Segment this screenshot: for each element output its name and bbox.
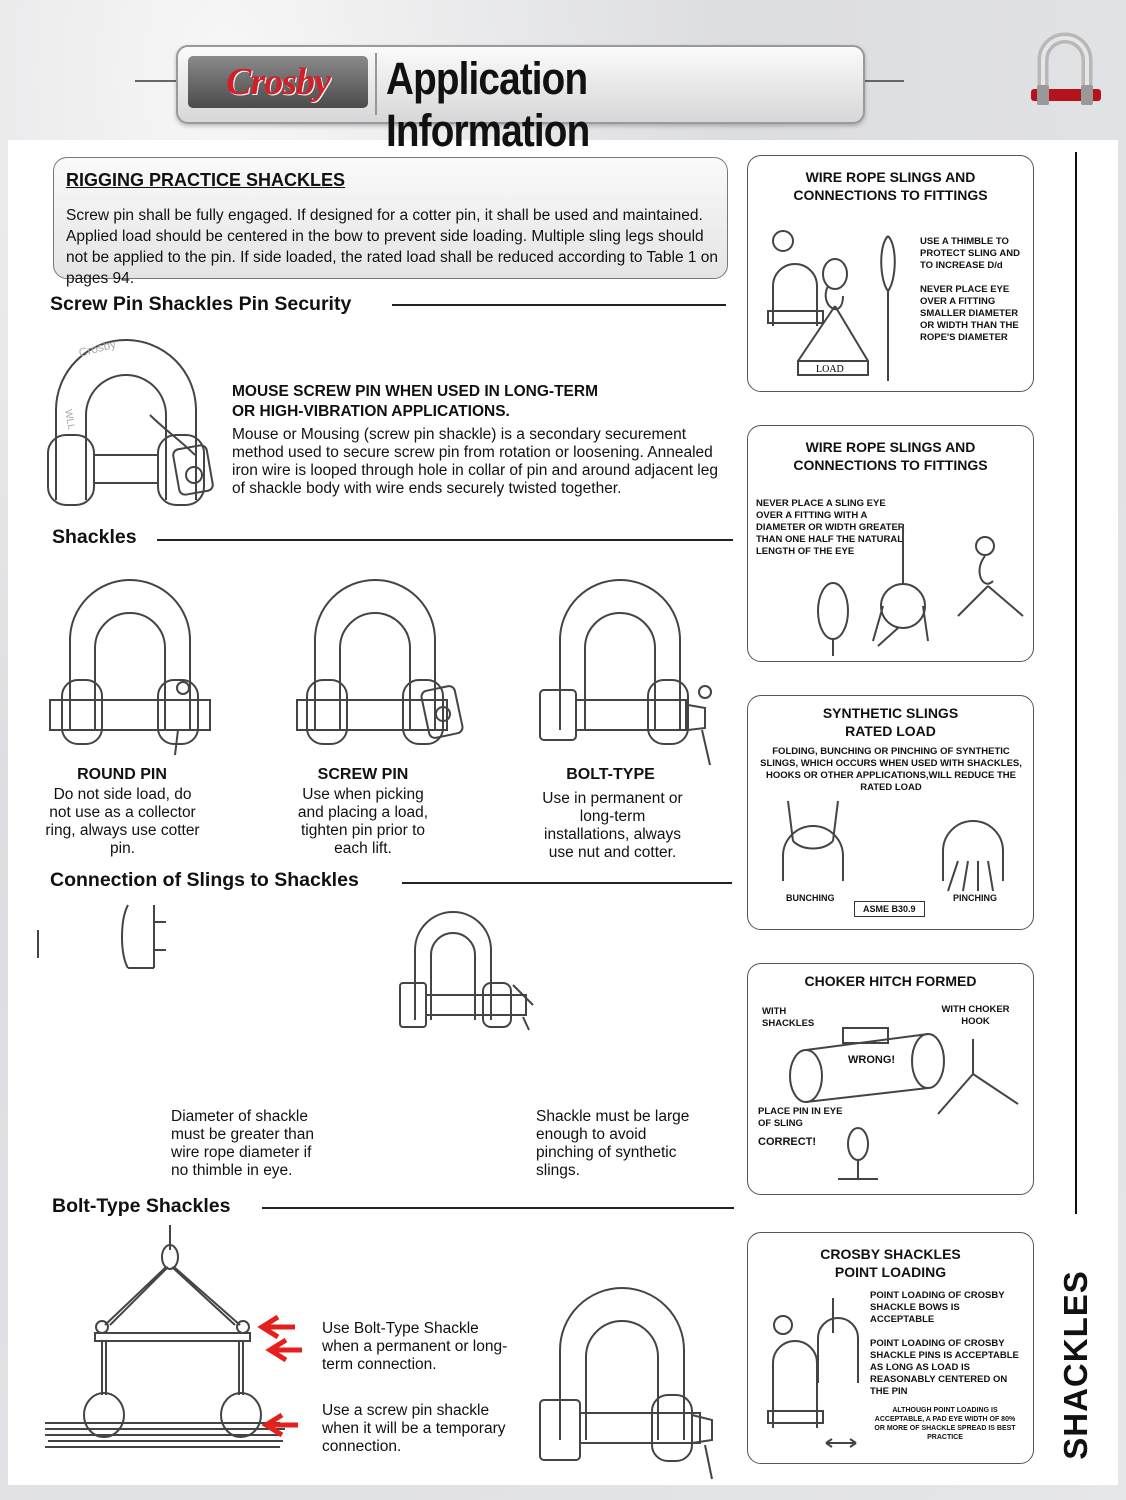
asme-label: ASME B30.9 <box>854 901 925 917</box>
mouse-title-2: OR HIGH-VIBRATION APPLICATIONS. <box>232 403 510 420</box>
header-banner: Crosby Application Information <box>176 45 865 156</box>
sidebar-rule <box>1075 152 1077 1214</box>
synthetic-note: Shackle must be large enough to avoid pi… <box>536 1108 690 1179</box>
bolt-type-body: Use in permanent or long-term installati… <box>542 790 683 861</box>
heading-rule <box>262 1207 734 1209</box>
panel-note-never-place: NEVER PLACE EYE OVER A FITTING SMALLER D… <box>920 284 1019 343</box>
panel-title: CHOKER HITCH FORMED <box>804 973 977 989</box>
screw-pin-body: Use when picking and placing a load, tig… <box>297 786 429 857</box>
connection-heading: Connection of Slings to Shackles <box>50 869 359 891</box>
heading-rule <box>392 304 726 306</box>
svg-text:Crosby: Crosby <box>77 337 117 360</box>
pin-security-heading: Screw Pin Shackles Pin Security <box>50 293 352 315</box>
bolt-shackle-connection-illustration <box>399 911 534 1031</box>
pad-eye-note: ALTHOUGH POINT LOADING IS ACCEPTABLE, A … <box>874 1407 1016 1441</box>
svg-text:WLL: WLL <box>62 409 76 432</box>
correct-label: CORRECT! <box>758 1136 817 1148</box>
rigging-practice-box: RIGGING PRACTICE SHACKLES Screw pin shal… <box>53 157 728 287</box>
heading-rule <box>402 882 732 884</box>
bunching-pinching-illustration <box>782 800 1004 892</box>
header-rule-left <box>135 80 180 82</box>
choker-hitch-illustration <box>789 1027 1019 1180</box>
screw-pin-note: Use a screw pin shackle when it will be … <box>322 1402 506 1455</box>
spreader-bar-lift-illustration <box>45 1225 302 1448</box>
panel-title: WIRE ROPE SLINGS AND CONNECTIONS TO FITT… <box>793 169 988 203</box>
bolt-type-title: BOLT-TYPE <box>566 766 655 783</box>
sling-eye-pulley-illustration <box>817 526 1024 656</box>
rigging-body: Screw pin shall be fully engaged. If des… <box>66 207 719 287</box>
with-shackles-label: WITH SHACKLES <box>762 1006 815 1029</box>
wire-rope-shackle-fragment <box>37 904 166 969</box>
header-rule-right <box>860 80 904 82</box>
screw-pin-title: SCREW PIN <box>317 766 409 783</box>
page-title: Application Information <box>386 53 590 156</box>
crosby-logo: Crosby <box>188 56 368 108</box>
moused-shackle-illustration: Crosby WLL <box>47 337 214 506</box>
svg-text:LOAD: LOAD <box>816 364 844 375</box>
round-pin-shackle-illustration <box>49 579 211 756</box>
round-pin-title: ROUND PIN <box>77 766 167 783</box>
place-pin-label: PLACE PIN IN EYE OF SLING <box>758 1106 843 1129</box>
bolt-type-note: Use Bolt-Type Shackle when a permanent o… <box>322 1320 508 1373</box>
shackle-photo-icon <box>1031 32 1101 105</box>
large-bolt-shackle-illustration <box>539 1287 713 1480</box>
shackles-side-label: SHACKLES <box>1057 1270 1094 1460</box>
header-divider <box>375 53 377 115</box>
panel-wire-rope-fittings-1: WIRE ROPE SLINGS AND CONNECTIONS TO FITT… <box>747 155 1034 392</box>
point-loading-bows-note: POINT LOADING OF CROSBY SHACKLE BOWS IS … <box>870 1290 1005 1325</box>
panel-title: WIRE ROPE SLINGS AND CONNECTIONS TO FITT… <box>793 439 988 473</box>
panel-title: SYNTHETIC SLINGS RATED LOAD <box>822 705 959 739</box>
screw-pin-shackle-illustration <box>296 579 464 745</box>
rigging-title: RIGGING PRACTICE SHACKLES <box>66 170 346 190</box>
panel-note-folding: FOLDING, BUNCHING OR PINCHING OF SYNTHET… <box>760 746 1022 793</box>
bunching-label: BUNCHING <box>786 893 835 903</box>
diameter-note: Diameter of shackle must be greater than… <box>171 1108 315 1179</box>
point-loading-illustration <box>767 1298 859 1448</box>
heading-rule <box>157 539 733 541</box>
panel-note-sling-eye: NEVER PLACE A SLING EYE OVER A FITTING W… <box>756 498 905 557</box>
bolt-type-heading: Bolt-Type Shackles <box>52 1195 231 1217</box>
shackles-heading: Shackles <box>52 526 137 548</box>
panel-note-thimble: USE A THIMBLE TO PROTECT SLING AND TO IN… <box>920 236 1020 271</box>
mouse-title-1: MOUSE SCREW PIN WHEN USED IN LONG-TERM <box>232 383 598 400</box>
pinching-label: PINCHING <box>953 893 998 903</box>
point-loading-pins-note: POINT LOADING OF CROSBY SHACKLE PINS IS … <box>870 1338 1019 1397</box>
panel-choker-hitch: CHOKER HITCH FORMED WITH SHACKLES WITH C… <box>747 963 1034 1195</box>
wrong-label: WRONG! <box>848 1054 896 1066</box>
thimble-hook-illustration: LOAD <box>767 230 896 381</box>
panel-point-loading: CROSBY SHACKLES POINT LOADING POINT LOAD… <box>747 1232 1034 1464</box>
mouse-body: Mouse or Mousing (screw pin shackle) is … <box>232 426 718 497</box>
panel-title: CROSBY SHACKLES POINT LOADING <box>820 1246 961 1280</box>
round-pin-body: Do not side load, do not use as a collec… <box>45 786 200 857</box>
bolt-type-shackle-illustration <box>539 579 712 766</box>
panel-synthetic-slings: SYNTHETIC SLINGS RATED LOAD FOLDING, BUN… <box>747 695 1034 930</box>
with-choker-hook-label: WITH CHOKER HOOK <box>941 1004 1010 1027</box>
panel-wire-rope-fittings-2: WIRE ROPE SLINGS AND CONNECTIONS TO FITT… <box>747 425 1034 662</box>
